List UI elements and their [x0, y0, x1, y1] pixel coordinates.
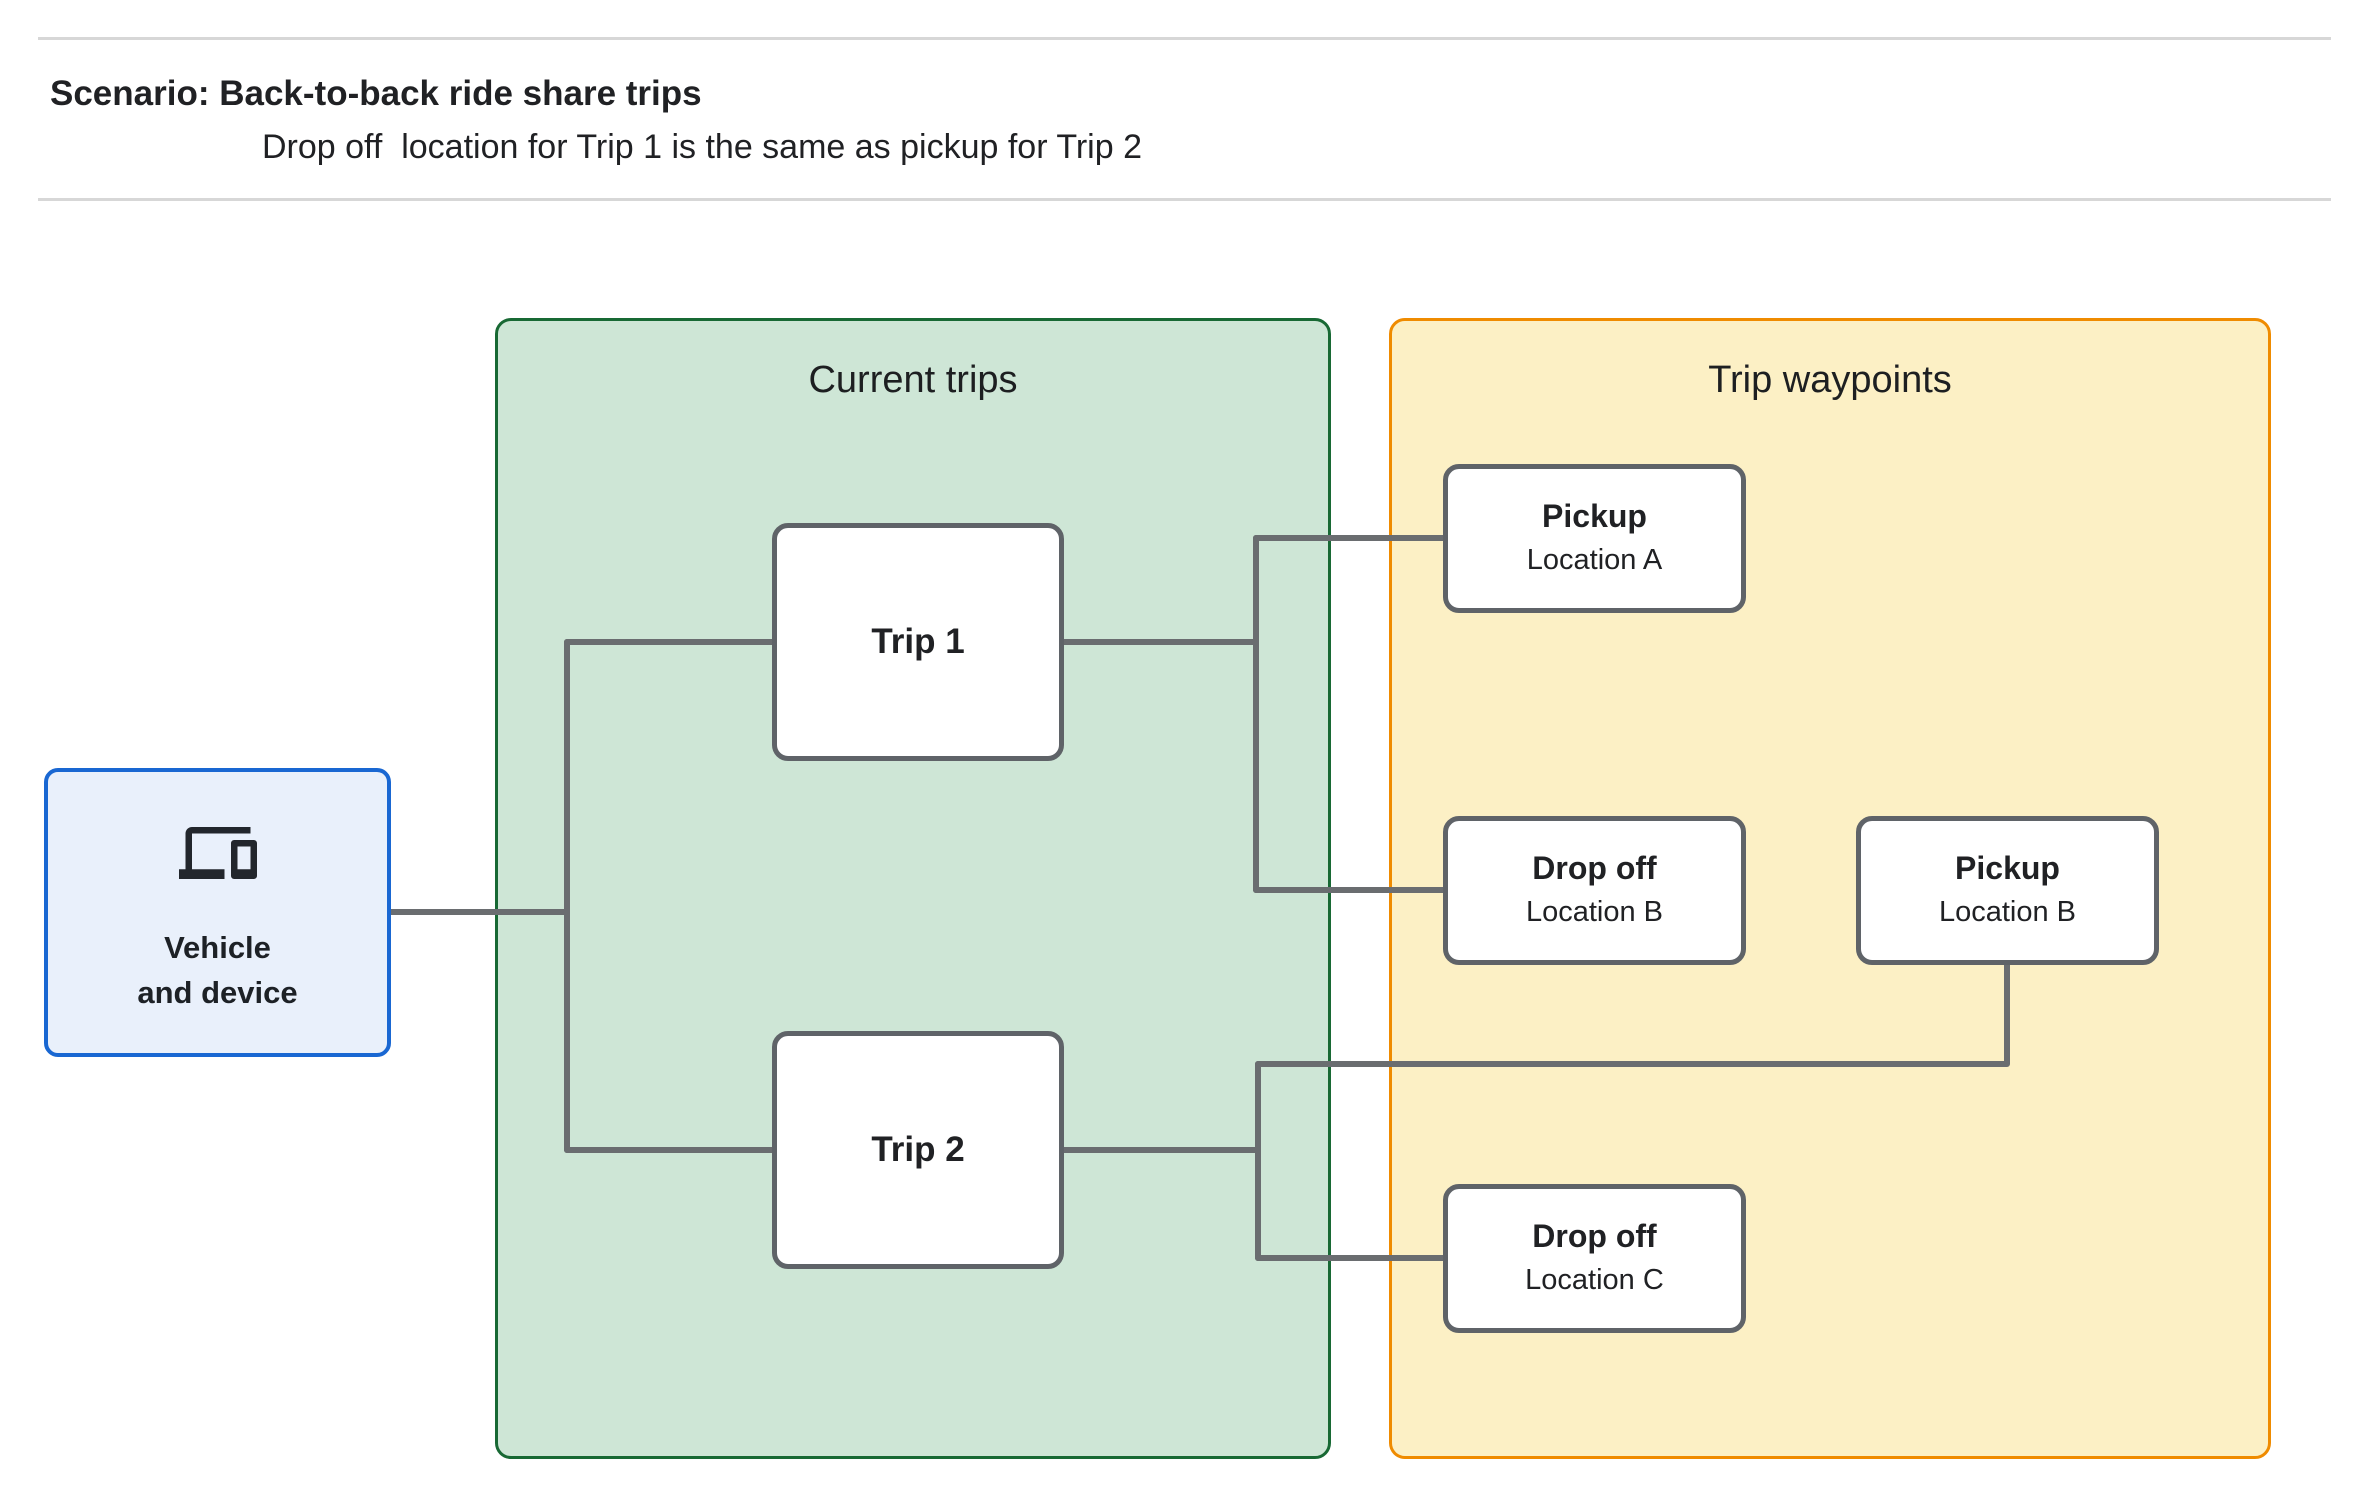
connector-trip2-to-pickup-b	[1255, 957, 2010, 1067]
dropoff-location-c-title: Drop off	[1532, 1218, 1657, 1255]
dropoff-location-c-node: Drop off Location C	[1443, 1184, 1746, 1333]
trip-2-node: Trip 2	[772, 1031, 1064, 1269]
dropoff-location-b-title: Drop off	[1532, 850, 1657, 887]
trip-1-label: Trip 1	[871, 622, 965, 661]
vehicle-and-device-node: Vehicle and device	[44, 768, 391, 1057]
vehicle-node-label-line1: Vehicle	[164, 930, 271, 965]
header-divider	[38, 198, 2331, 201]
trip-waypoints-group-title: Trip waypoints	[1708, 359, 1952, 401]
devices-icon	[178, 827, 257, 879]
pickup-location-b-title: Pickup	[1955, 850, 2060, 887]
trip-1-node: Trip 1	[772, 523, 1064, 761]
page-title: Scenario: Back-to-back ride share trips	[50, 74, 702, 113]
trip-2-label: Trip 2	[871, 1130, 965, 1169]
pickup-location-b-subtitle: Location B	[1938, 895, 2077, 928]
current-trips-group-title: Current trips	[808, 359, 1018, 401]
pickup-location-b-node: Pickup Location B	[1856, 816, 2159, 965]
pickup-location-a-node: Pickup Location A	[1443, 464, 1746, 613]
dropoff-location-c-subtitle: Location C	[1525, 1263, 1664, 1296]
page-subtitle: Drop off location for Trip 1 is the same…	[262, 128, 1142, 166]
top-divider	[38, 37, 2331, 40]
vehicle-node-label-line2: and device	[137, 974, 298, 1010]
pickup-location-a-subtitle: Location A	[1526, 543, 1663, 576]
dropoff-location-b-node: Drop off Location B	[1443, 816, 1746, 965]
vehicle-node-label: Vehicle and device	[137, 926, 297, 1016]
pickup-location-a-title: Pickup	[1542, 498, 1647, 535]
dropoff-location-b-subtitle: Location B	[1525, 895, 1664, 928]
